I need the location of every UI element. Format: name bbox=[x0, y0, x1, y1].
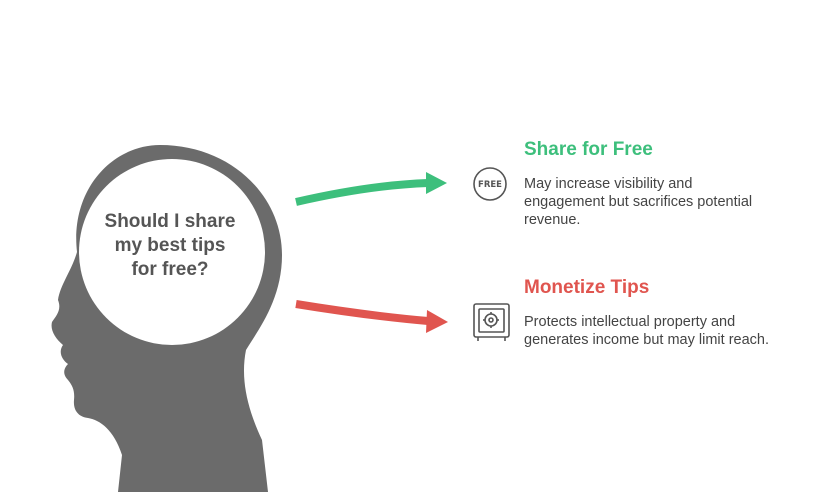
option-description-monetize-tips: Protects intellectual property and gener… bbox=[524, 314, 769, 348]
option-title-share-for-free: Share for Free bbox=[524, 139, 653, 160]
safe-icon bbox=[473, 303, 510, 341]
question-line-3: for free? bbox=[131, 259, 209, 280]
arrow-monetize-tips bbox=[295, 300, 429, 325]
arrow-head-green bbox=[426, 172, 447, 194]
question-line-1: Should I share bbox=[104, 211, 236, 232]
free-badge-text: FREE bbox=[478, 180, 502, 190]
option-description-share-for-free: May increase visibility and engagement b… bbox=[524, 176, 753, 228]
thought-circle bbox=[79, 159, 265, 345]
option-title-monetize-tips: Monetize Tips bbox=[524, 277, 650, 298]
central-question: Should I share my best tips for free? bbox=[95, 210, 245, 282]
arrow-share-for-free bbox=[295, 179, 429, 206]
question-line-2: my best tips bbox=[114, 235, 226, 256]
arrow-head-red bbox=[426, 310, 448, 333]
free-badge-icon: FREE bbox=[473, 167, 507, 201]
